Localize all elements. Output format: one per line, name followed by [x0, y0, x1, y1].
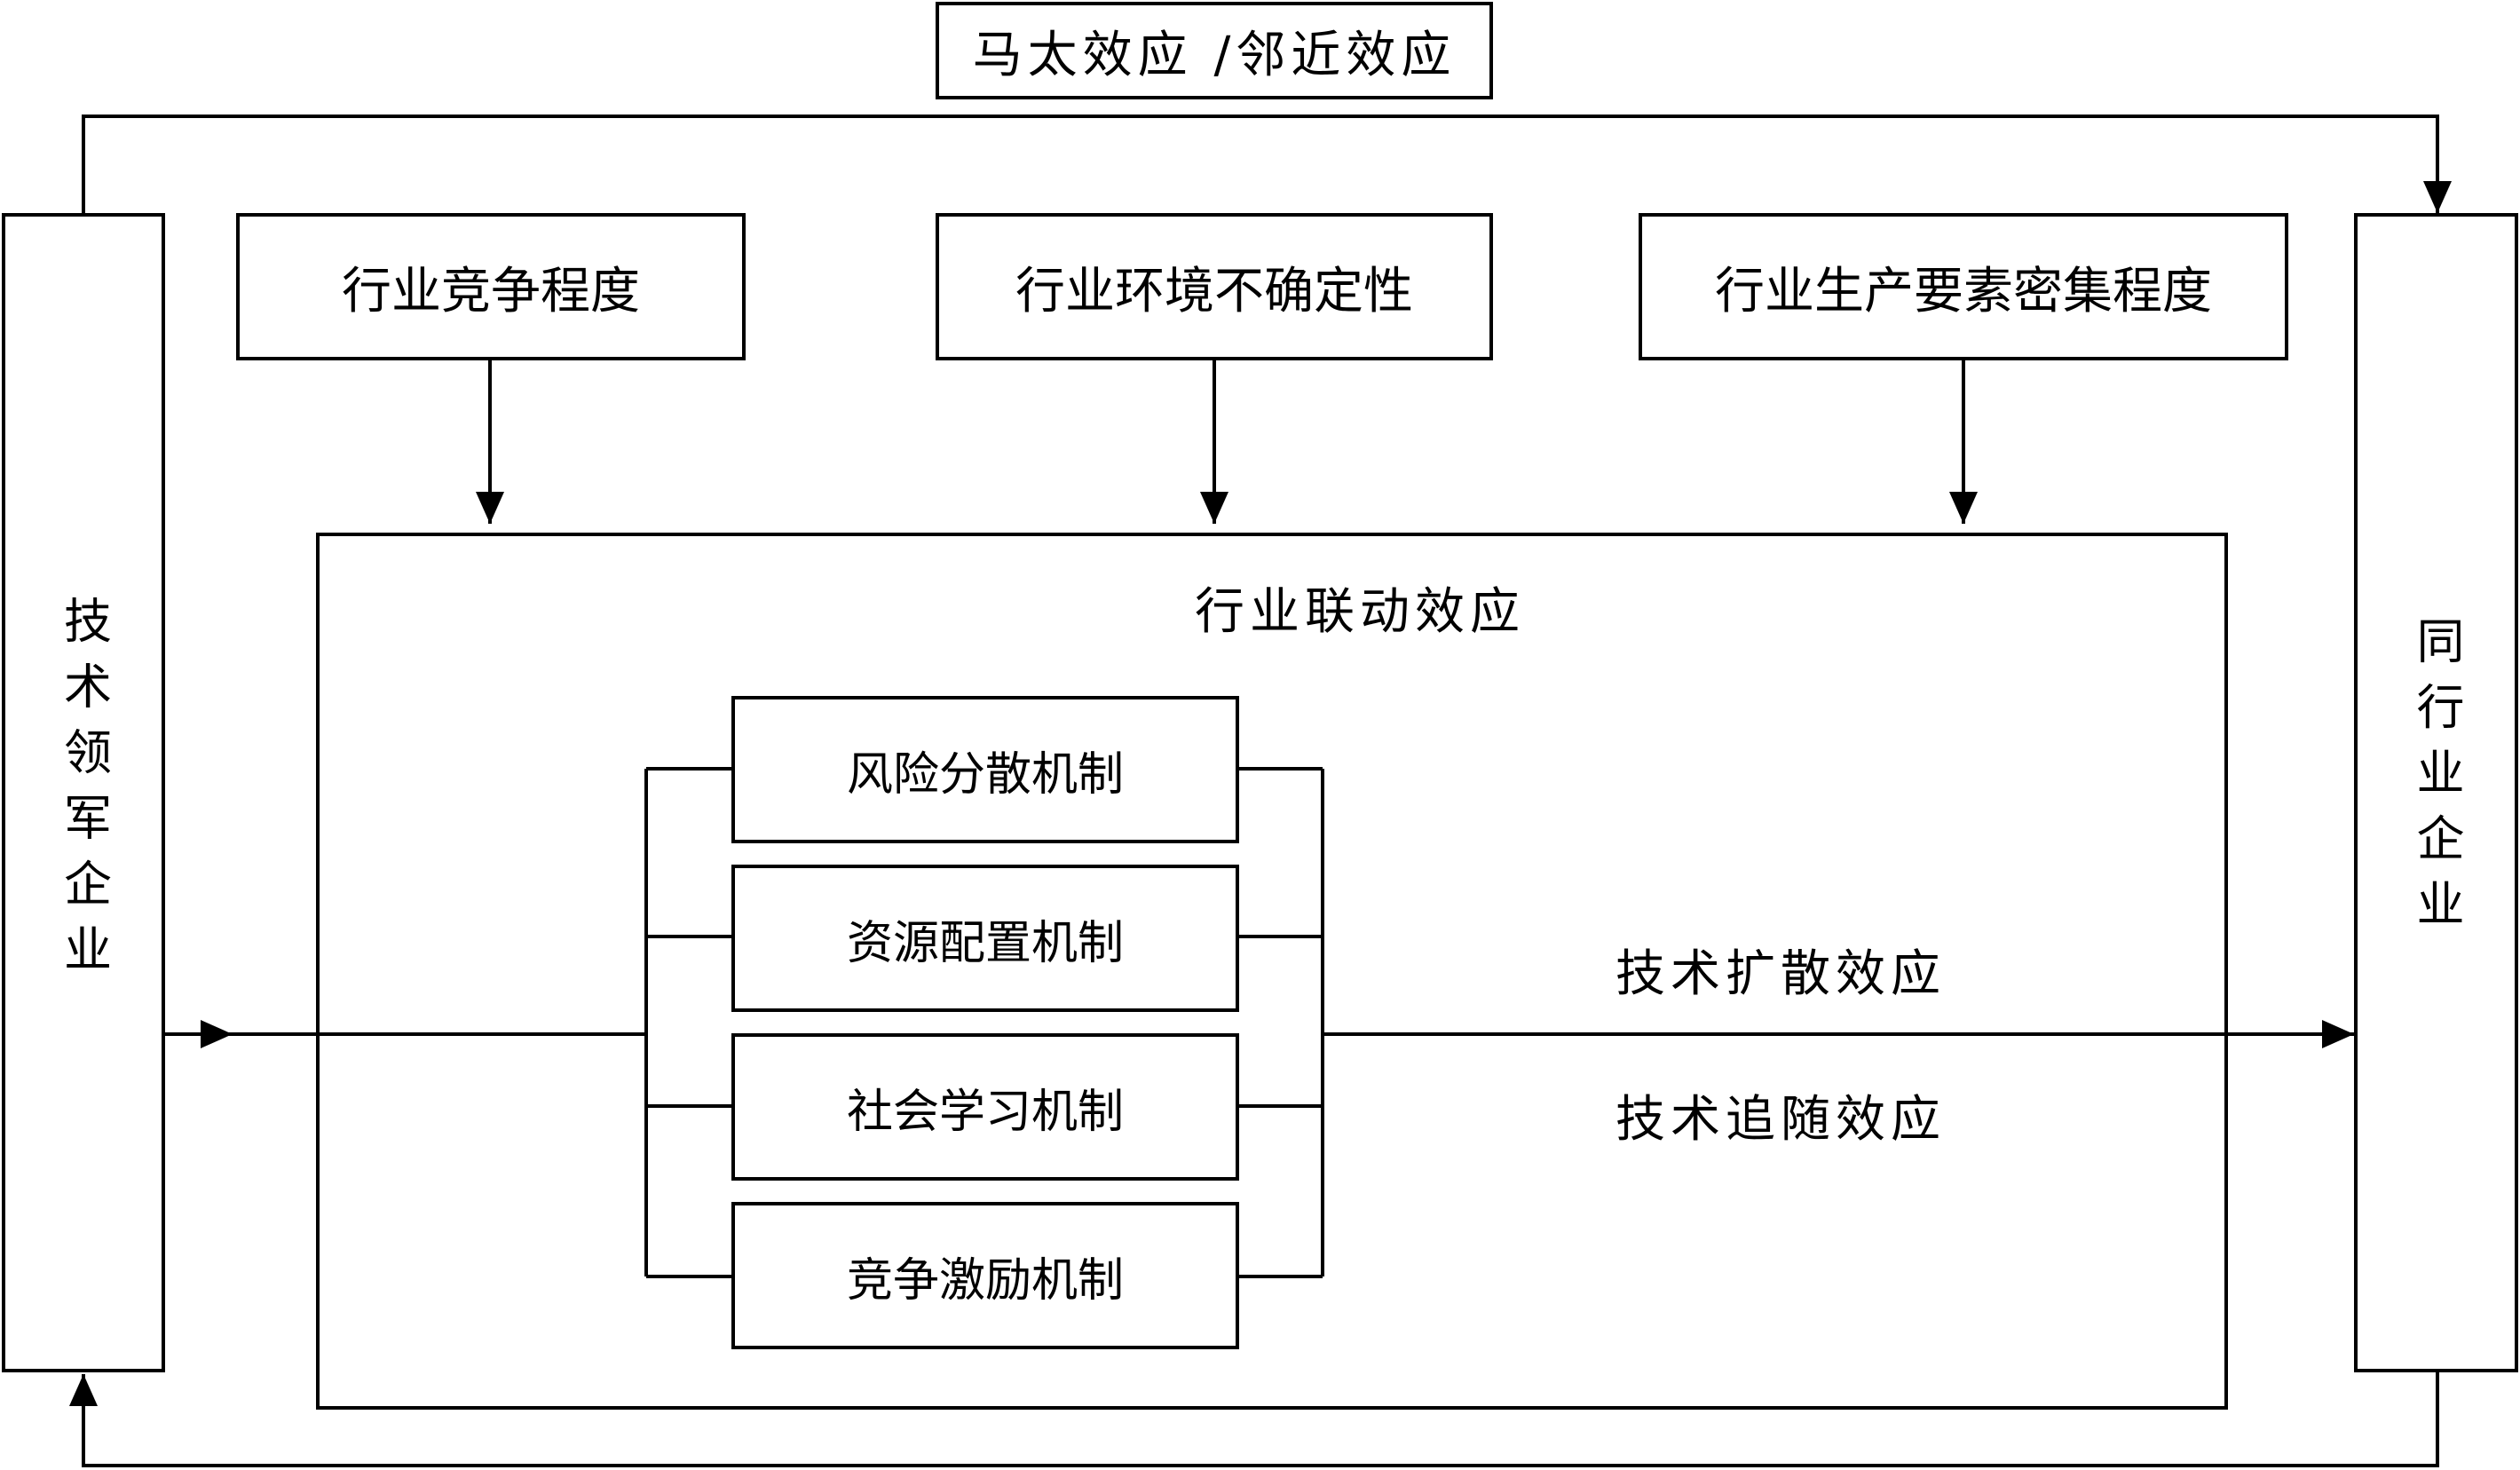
moderator-label-1: 行业竞争程度 [342, 262, 640, 320]
mechanism-box-1: 风险分散机制 [731, 696, 1239, 843]
top-effect-box: 马太效应 /邻近效应 [936, 2, 1493, 99]
top-effect-label: 马太效应 /邻近效应 [972, 26, 1457, 84]
effect-label-following: 技术追随效应 [1615, 1091, 1946, 1149]
moderator-box-1: 行业竞争程度 [236, 213, 746, 360]
moderator-box-3: 行业生产要素密集程度 [1639, 213, 2288, 360]
moderator-label-3: 行业生产要素密集程度 [1715, 262, 2212, 320]
moderator-box-2: 行业环境不确定性 [936, 213, 1493, 360]
moderator-label-2: 行业环境不确定性 [1015, 262, 1413, 320]
top-loop-arrow [82, 115, 2452, 213]
mechanism-label-1: 风险分散机制 [846, 747, 1124, 802]
mechanism-label-2: 资源配置机制 [846, 916, 1124, 970]
left-actor-label: 技术领军企业 [55, 596, 112, 990]
right-actor-box: 同行业企业 [2354, 213, 2518, 1372]
mechanism-label-4: 竞争激励机制 [846, 1253, 1124, 1308]
bottom-loop-arrow [69, 1371, 2439, 1467]
mechanism-box-4: 竞争激励机制 [731, 1202, 1239, 1349]
mechanism-box-3: 社会学习机制 [731, 1033, 1239, 1181]
left-actor-box: 技术领军企业 [2, 213, 165, 1372]
industry-linkage-title: 行业联动效应 [1195, 583, 1525, 641]
mechanism-label-3: 社会学习机制 [846, 1085, 1124, 1139]
industry-linkage-box [316, 533, 2228, 1410]
effect-label-diffusion: 技术扩散效应 [1615, 945, 1946, 1003]
right-actor-label: 同行业企业 [2408, 616, 2464, 944]
mechanism-box-2: 资源配置机制 [731, 865, 1239, 1012]
